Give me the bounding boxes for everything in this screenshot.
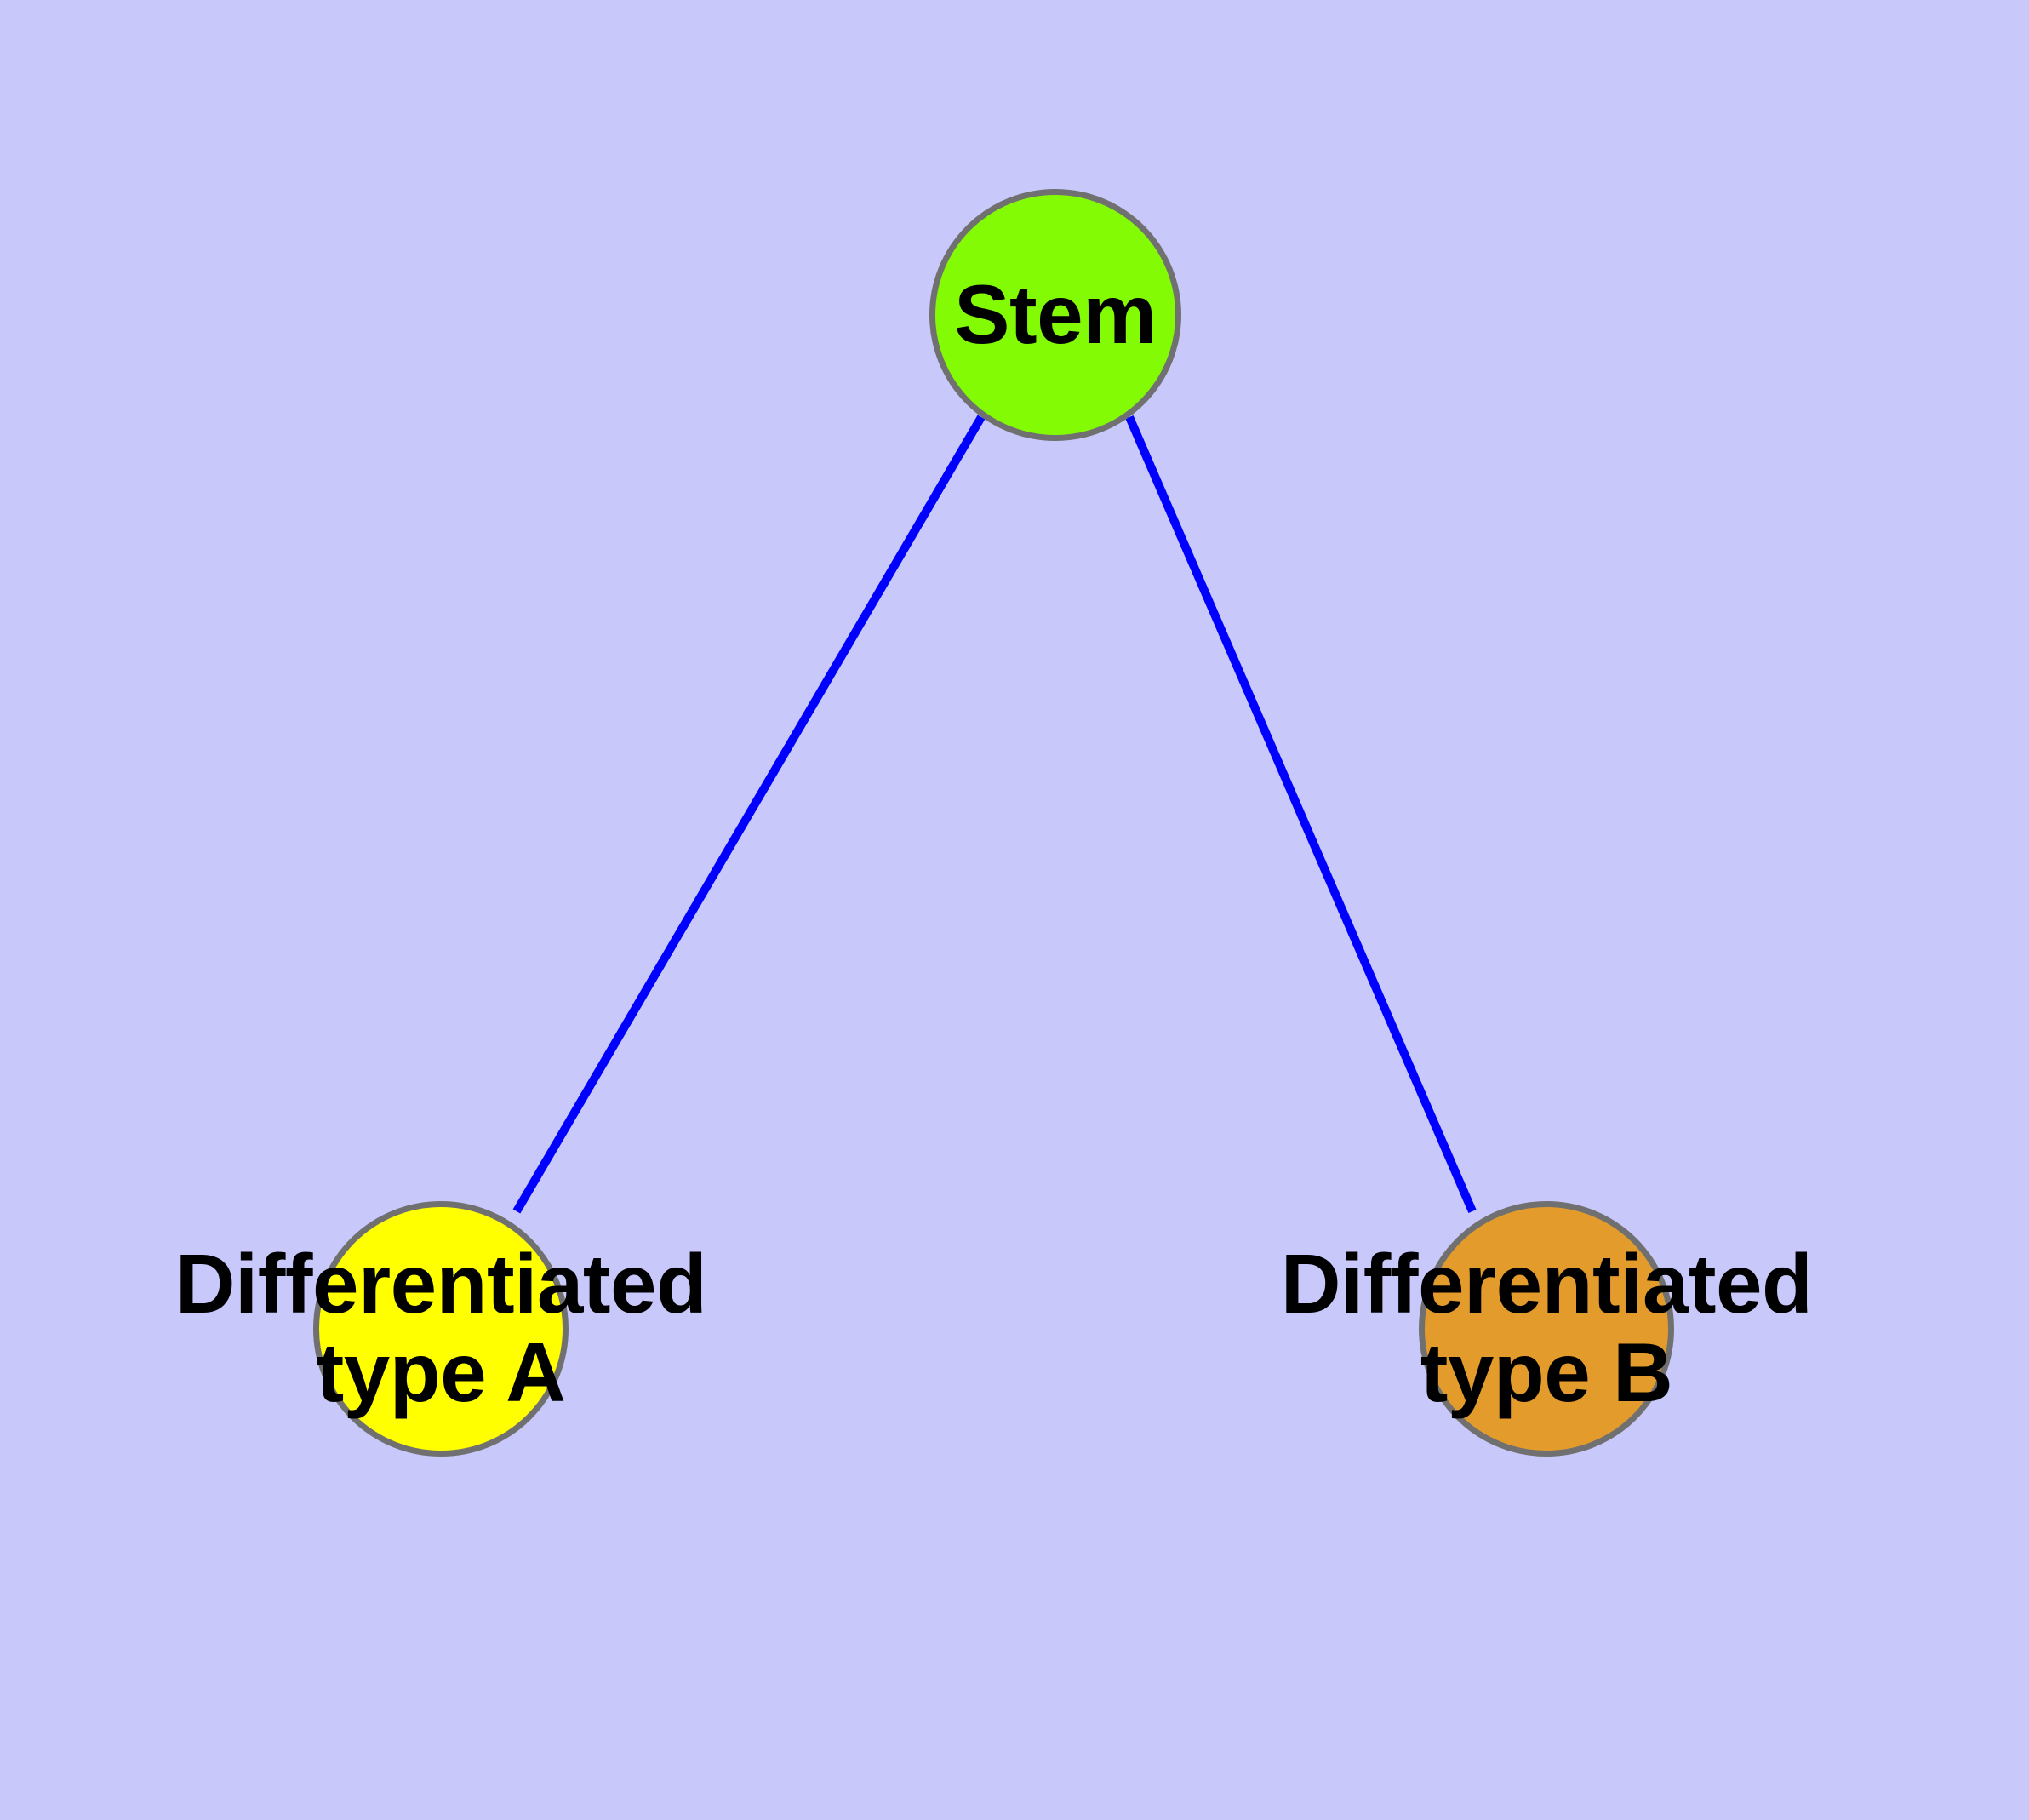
edge-stem-to-differentiated-type-b[interactable] [1125,415,1477,1213]
node-differentiated-type-b[interactable]: Differentiated type B [1281,1201,1813,1457]
node-stem-circle [929,189,1181,441]
node-differentiated-type-a-circle [313,1201,569,1457]
edge-stem-to-differentiated-type-a[interactable] [512,415,986,1214]
node-stem[interactable]: Stem [929,189,1181,441]
node-differentiated-type-b-circle [1419,1201,1674,1457]
node-differentiated-type-a[interactable]: Differentiated type A [175,1201,707,1457]
